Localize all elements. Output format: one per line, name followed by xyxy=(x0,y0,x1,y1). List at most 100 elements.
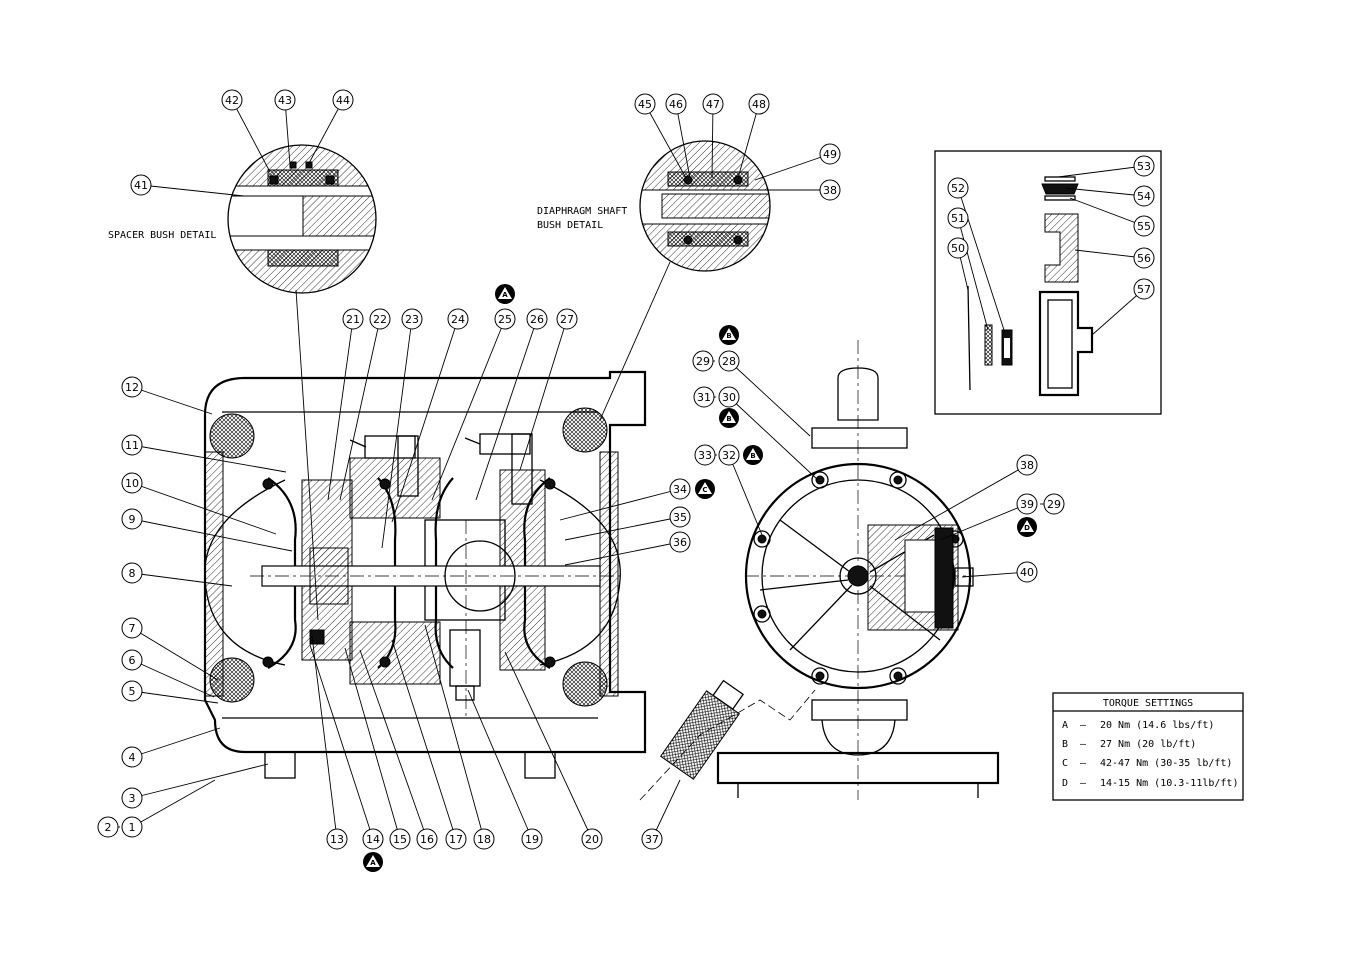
callout-22: 22 xyxy=(369,308,391,330)
callout-17: 17 xyxy=(445,828,467,850)
svg-text:44: 44 xyxy=(336,94,350,107)
svg-text:30: 30 xyxy=(722,391,736,404)
svg-text:50: 50 xyxy=(951,242,965,255)
callout-38: 38 xyxy=(819,179,841,201)
callout-27: 27 xyxy=(556,308,578,330)
leader-line xyxy=(961,571,1028,578)
callout-29: 29 xyxy=(1043,493,1065,515)
svg-text:56: 56 xyxy=(1137,252,1151,265)
callout-18: 18 xyxy=(473,828,495,850)
svg-text:16: 16 xyxy=(420,833,434,846)
torque-row: D – 14-15 Nm (10.3-11lb/ft) xyxy=(1062,778,1238,789)
leader-line xyxy=(391,318,459,523)
svg-text:17: 17 xyxy=(449,833,463,846)
svg-text:29: 29 xyxy=(1047,498,1061,511)
callout-25: 25 xyxy=(494,308,516,330)
svg-text:11: 11 xyxy=(125,439,139,452)
callout-41: 41 xyxy=(130,174,152,196)
callout-49: 49 xyxy=(819,143,841,165)
callout-44: 44 xyxy=(332,89,354,111)
svg-text:B: B xyxy=(726,415,731,423)
leader-line xyxy=(284,99,291,166)
leader-line xyxy=(1091,288,1145,336)
svg-text:1: 1 xyxy=(129,821,136,834)
svg-text:20: 20 xyxy=(585,833,599,846)
torque-row: A – 20 Nm (14.6 lbs/ft) xyxy=(1062,720,1214,731)
callout-16: 16 xyxy=(416,828,438,850)
leader-line xyxy=(957,187,1006,334)
callout-4: 4 xyxy=(121,746,143,768)
svg-text:2: 2 xyxy=(105,821,112,834)
torque-value: 42-47 Nm (30-35 lb/ft) xyxy=(1100,758,1232,769)
callout-36: 36 xyxy=(669,531,691,553)
leader-line xyxy=(344,647,401,840)
svg-text:15: 15 xyxy=(393,833,407,846)
callout-6: 6 xyxy=(121,649,143,671)
callout-23: 23 xyxy=(401,308,423,330)
svg-text:51: 51 xyxy=(951,212,965,225)
diaphragm-shaft-bush-detail: DIAPHRAGM SHAFT BUSH DETAIL xyxy=(537,140,771,272)
callout-51: 51 xyxy=(947,207,969,229)
leader-line xyxy=(599,261,671,421)
callout-54: 54 xyxy=(1133,185,1155,207)
svg-text:29: 29 xyxy=(696,355,710,368)
leader-line xyxy=(728,360,811,437)
svg-text:46: 46 xyxy=(669,98,683,111)
leader-line xyxy=(307,99,344,166)
svg-text:18: 18 xyxy=(477,833,491,846)
leader-line xyxy=(381,318,413,549)
svg-text:48: 48 xyxy=(752,98,766,111)
leader-line xyxy=(728,454,763,536)
torque-dash: – xyxy=(1080,720,1087,731)
leader-line xyxy=(131,444,287,473)
torque-row: C – 42-47 Nm (30-35 lb/ft) xyxy=(1062,758,1232,769)
leader-line xyxy=(431,318,506,501)
callout-13: 13 xyxy=(326,828,348,850)
leader-line xyxy=(391,639,457,840)
leader-line xyxy=(131,763,269,799)
leader-line xyxy=(1069,197,1145,227)
svg-text:27: 27 xyxy=(560,313,574,326)
callout-39: 39 xyxy=(1016,493,1038,515)
svg-text:49: 49 xyxy=(823,148,837,161)
leader-line xyxy=(1057,165,1145,178)
svg-text:35: 35 xyxy=(673,511,687,524)
torque-tag-B: B xyxy=(743,445,763,465)
torque-key: A xyxy=(1062,720,1068,731)
svg-text:36: 36 xyxy=(673,536,687,549)
svg-text:10: 10 xyxy=(125,477,139,490)
callout-46: 46 xyxy=(665,93,687,115)
diaphragm-shaft-label-line1: DIAPHRAGM SHAFT xyxy=(537,206,627,217)
svg-text:B: B xyxy=(726,332,731,340)
leader-line xyxy=(467,689,533,840)
callout-14: 14 xyxy=(362,828,384,850)
svg-text:43: 43 xyxy=(278,94,292,107)
svg-text:41: 41 xyxy=(134,179,148,192)
leader-line xyxy=(131,627,219,681)
callout-38: 38 xyxy=(1016,454,1038,476)
svg-text:25: 25 xyxy=(498,313,512,326)
side-view xyxy=(639,340,1000,801)
svg-text:53: 53 xyxy=(1137,160,1151,173)
callout-26: 26 xyxy=(526,308,548,330)
svg-text:8: 8 xyxy=(129,567,136,580)
leader-line xyxy=(644,103,687,179)
leader-line xyxy=(894,464,1028,541)
leader-lines xyxy=(108,99,1145,840)
callout-37: 37 xyxy=(641,828,663,850)
leader-line xyxy=(519,318,568,471)
leader-line xyxy=(295,289,319,621)
svg-text:12: 12 xyxy=(125,381,139,394)
callout-43: 43 xyxy=(274,89,296,111)
svg-text:33: 33 xyxy=(698,449,712,462)
svg-text:39: 39 xyxy=(1020,498,1034,511)
svg-text:26: 26 xyxy=(530,313,544,326)
svg-text:D: D xyxy=(1024,524,1030,532)
torque-dash: – xyxy=(1080,778,1087,789)
torque-settings-table: TORQUE SETTINGS A – 20 Nm (14.6 lbs/ft) … xyxy=(1052,692,1244,801)
svg-text:14: 14 xyxy=(366,833,380,846)
callout-42: 42 xyxy=(221,89,243,111)
leader-line xyxy=(131,518,293,552)
